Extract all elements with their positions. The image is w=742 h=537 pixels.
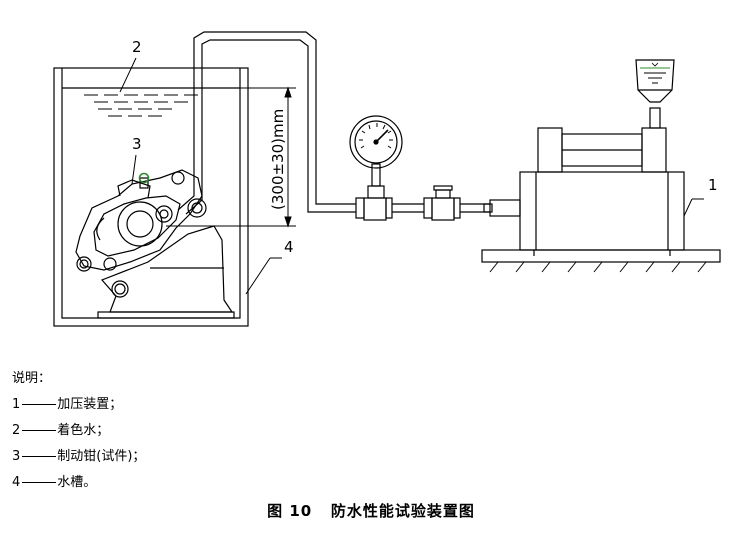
pipe-valve (423, 185, 461, 221)
ground-hatching (489, 261, 707, 273)
legend-dash (22, 456, 57, 457)
colored-water-ripples (84, 94, 198, 117)
callout-3: 3 (132, 135, 142, 153)
legend-item-number: 4 (12, 475, 21, 490)
legend-item: 3 制动钳(试件)； (12, 444, 145, 470)
legend-dash (22, 404, 57, 405)
reservoir-fluid-level (640, 62, 670, 84)
figure-caption: 图 10 防水性能试验装置图 (0, 500, 742, 521)
legend-heading: 说明： (12, 371, 52, 386)
legend-item-number: 2 (12, 423, 21, 438)
legend-item: 4 水槽。 (12, 470, 145, 496)
legend-item: 1 加压装置； (12, 392, 145, 418)
callout-2: 2 (132, 38, 142, 56)
legend-item-number: 1 (12, 397, 21, 412)
figure-number: 图 10 (267, 502, 313, 520)
legend-item: 2 着色水； (12, 418, 145, 444)
legend-item-text: 水槽。 (57, 475, 97, 490)
test-apparatus-diagram: 1 2 3 4 (300±30)mm (53, 31, 721, 327)
legend-dash (22, 430, 57, 431)
legend-item-text: 加压装置； (57, 397, 123, 412)
gauge-needle (375, 129, 389, 143)
hydraulic-pipe (177, 31, 490, 215)
pressure-gauge (349, 115, 403, 221)
pressurizing-device (481, 59, 721, 263)
callout-1: 1 (708, 176, 718, 194)
legend-item-number: 3 (12, 449, 21, 464)
bleed-nipple-indicator (138, 172, 150, 184)
callout-4: 4 (284, 238, 294, 256)
legend: 说明： 1 加压装置； 2 着色水； 3 制动钳(试件)； 4 水槽。 (12, 366, 145, 496)
brake-caliper-fixture (75, 169, 235, 319)
leader-lines (119, 57, 704, 295)
dimension-label: (300±30)mm (269, 109, 287, 210)
legend-item-text: 制动钳(试件)； (57, 449, 146, 464)
legend-dash (22, 482, 57, 483)
immersion-depth-dimension (166, 86, 296, 228)
figure-title: 防水性能试验装置图 (330, 502, 475, 520)
legend-item-text: 着色水； (57, 423, 110, 438)
